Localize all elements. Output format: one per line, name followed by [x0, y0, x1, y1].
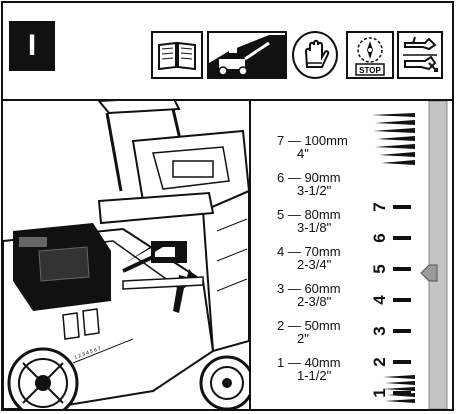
scale-number-7: 7	[371, 202, 389, 211]
height-imperial: 2-3/4"	[297, 257, 332, 272]
scale-number-5: 5	[371, 264, 389, 273]
read-manual-icon	[151, 31, 203, 79]
mower-illustration: 1 2 3 4 5 6 7	[3, 101, 251, 409]
height-metric: 7 — 100mm	[277, 133, 348, 148]
scale-number-6: 6	[371, 233, 389, 242]
height-imperial: 2-3/8"	[297, 294, 332, 309]
scale-number-3: 3	[371, 326, 389, 335]
height-metric: 2 — 50mm	[277, 318, 341, 333]
height-pointer-icon	[420, 264, 438, 282]
scale-number-2: 2	[371, 357, 389, 366]
grass-height-mark-top	[371, 113, 415, 165]
remove-safety-key-icon	[397, 31, 443, 79]
instruction-header: I	[3, 3, 452, 101]
wear-gloves-icon	[292, 31, 338, 79]
stop-label: STOP	[359, 66, 381, 75]
instruction-body: 1 2 3 4 5 6 7 7 — 100mm 4" 6 — 90mm 3-1/…	[3, 100, 452, 410]
height-metric: 4 — 70mm	[277, 244, 341, 259]
height-setting-4: 4 — 70mm 2-3/4"	[277, 245, 341, 271]
scale-number-1: 1	[371, 388, 389, 397]
height-imperial: 3-1/2"	[297, 183, 332, 198]
stop-blade-icon: STOP	[346, 31, 394, 79]
height-setting-2: 2 — 50mm 2"	[277, 319, 341, 345]
height-imperial: 1-1/2"	[297, 368, 332, 383]
height-setting-1: 1 — 40mm 1-1/2"	[277, 356, 341, 382]
height-setting-7: 7 — 100mm 4"	[277, 134, 348, 160]
height-metric: 1 — 40mm	[277, 355, 341, 370]
cutting-height-adjust-icon	[207, 31, 287, 79]
height-imperial: 3-1/8"	[297, 220, 332, 235]
height-scale: 7 6 5 4 3 2 1	[370, 100, 452, 410]
cutting-height-chart: 7 — 100mm 4" 6 — 90mm 3-1/2" 5 — 80mm 3-…	[251, 100, 452, 410]
height-gauge-bar	[428, 100, 448, 410]
height-metric: 5 — 80mm	[277, 207, 341, 222]
height-setting-3: 3 — 60mm 2-3/8"	[277, 282, 341, 308]
height-metric: 6 — 90mm	[277, 170, 341, 185]
height-setting-6: 6 — 90mm 3-1/2"	[277, 171, 341, 197]
height-imperial: 4"	[297, 146, 309, 161]
scale-number-4: 4	[371, 295, 389, 305]
height-imperial: 2"	[297, 331, 309, 346]
lawn-mower-drawing: 1 2 3 4 5 6 7	[3, 101, 249, 409]
height-setting-5: 5 — 80mm 3-1/8"	[277, 208, 341, 234]
step-badge: I	[9, 21, 55, 71]
height-metric: 3 — 60mm	[277, 281, 341, 296]
